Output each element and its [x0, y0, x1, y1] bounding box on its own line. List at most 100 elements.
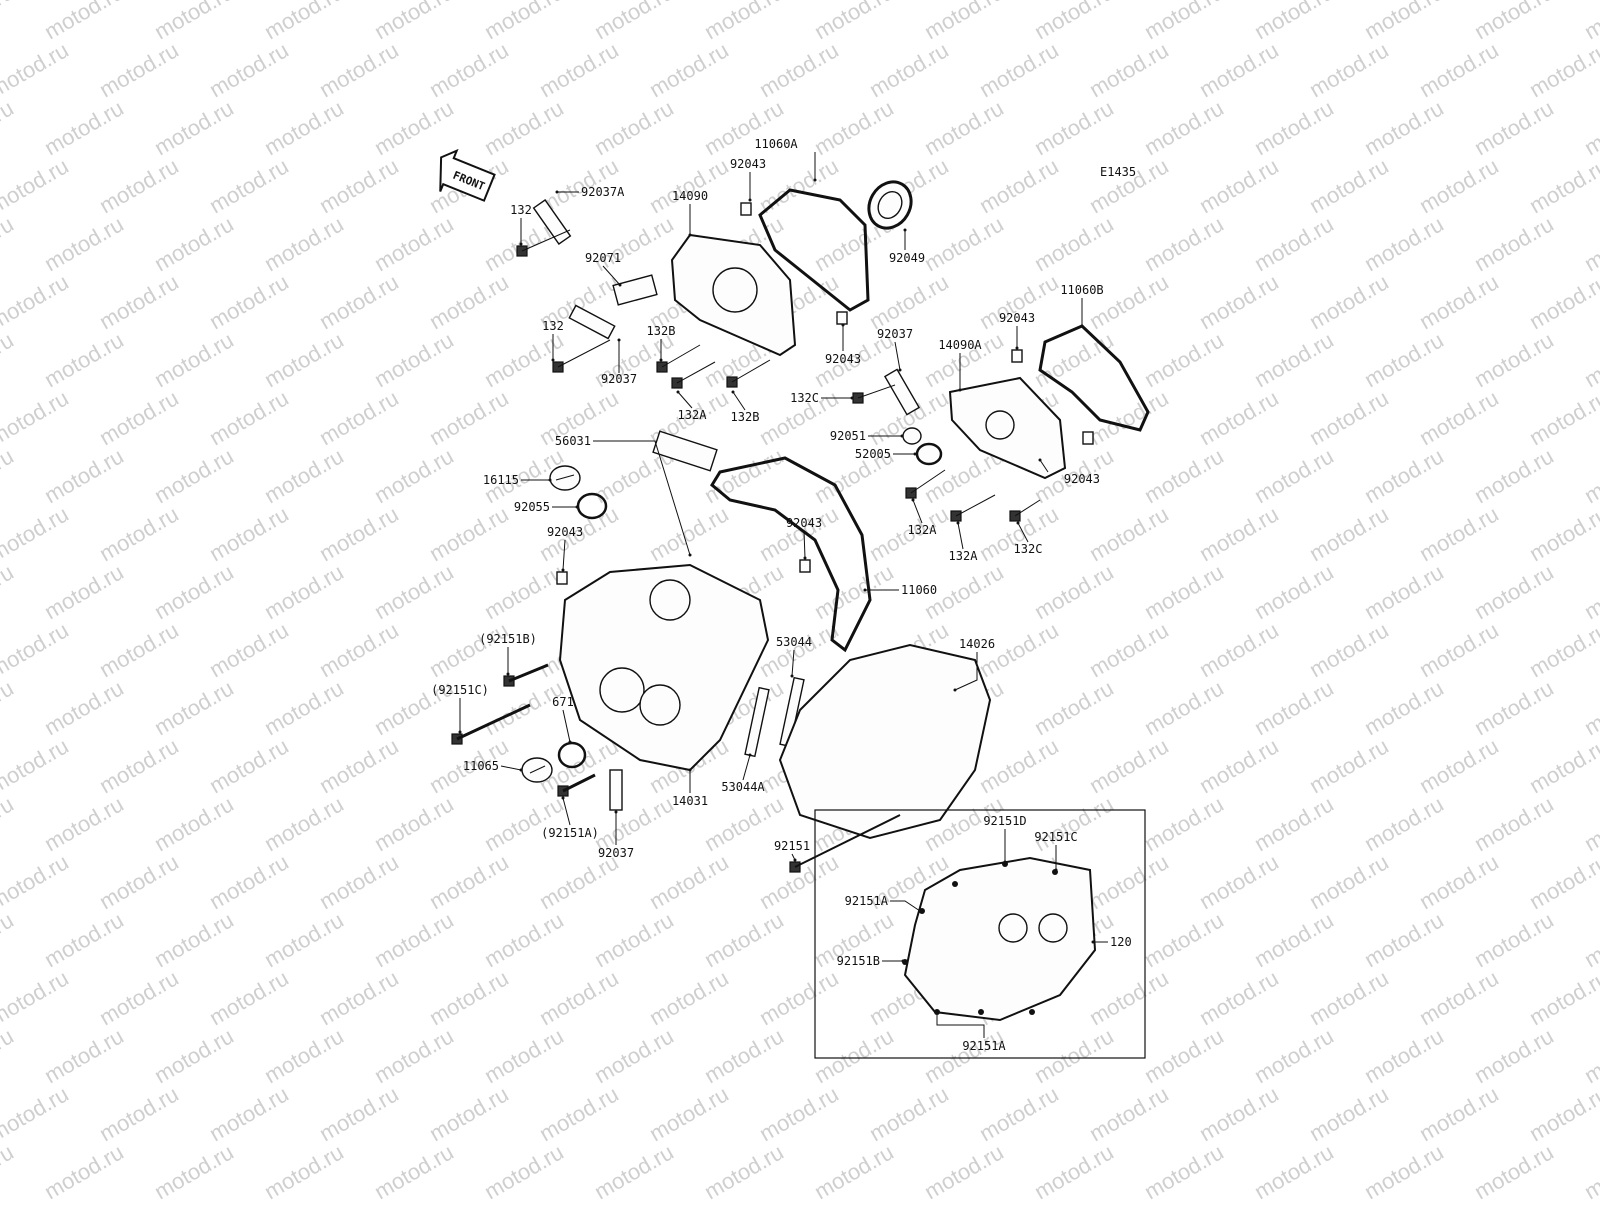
watermark-text: motod.ru — [1415, 385, 1503, 450]
watermark-text: motod.ru — [810, 559, 898, 624]
part-label: 92071 — [585, 251, 621, 265]
leader-line — [894, 341, 901, 371]
part-label: 92151A — [845, 894, 889, 908]
watermark-text: motod.ru — [1360, 1139, 1448, 1200]
watermark-text: motod.ru — [205, 269, 293, 334]
watermark-text: motod.ru — [95, 153, 183, 218]
leader-end-dot — [506, 672, 510, 676]
watermark-text: motod.ru — [535, 37, 623, 102]
gasket-11060a — [758, 188, 870, 312]
watermark-text: motod.ru — [1250, 1023, 1338, 1088]
watermark-text: motod.ru — [1195, 501, 1283, 566]
part-label: (92151B) — [479, 632, 537, 646]
watermark-text: motod.ru — [1470, 211, 1558, 276]
part-label: 132A — [678, 408, 708, 422]
watermark-text: motod.ru — [755, 965, 843, 1030]
leader-lines — [458, 152, 1108, 1038]
watermark-text: motod.ru — [150, 675, 238, 740]
watermark-text: motod.ru — [1580, 907, 1600, 972]
watermark-text: motod.ru — [370, 907, 458, 972]
watermark-text: motod.ru — [1360, 443, 1448, 508]
watermark-text: motod.ru — [1085, 617, 1173, 682]
watermark-text: motod.ru — [590, 95, 678, 160]
watermark-text: motod.ru — [1525, 269, 1600, 334]
watermark-text: motod.ru — [1525, 37, 1600, 102]
watermark-text: motod.ru — [370, 0, 458, 44]
leader-end-dot — [748, 198, 752, 202]
watermark-text: motod.ru — [1140, 0, 1228, 44]
watermark-text: motod.ru — [40, 0, 128, 44]
watermark-text: motod.ru — [645, 1081, 733, 1146]
watermark-text: motod.ru — [95, 501, 183, 566]
watermark-text: motod.ru — [1470, 791, 1558, 856]
plate-92071 — [612, 274, 658, 306]
watermark-text: motod.ru — [0, 1081, 73, 1146]
watermark-text: motod.ru — [975, 37, 1063, 102]
watermark-text: motod.ru — [1305, 269, 1393, 334]
watermark-text: motod.ru — [0, 733, 73, 798]
watermark-text: motod.ru — [260, 443, 348, 508]
watermark-text: motod.ru — [0, 327, 18, 392]
watermark-text: motod.ru — [1195, 37, 1283, 102]
part-label: 132 — [510, 203, 532, 217]
part-label: 92037 — [598, 846, 634, 860]
watermark-text: motod.ru — [315, 617, 403, 682]
watermark-text: motod.ru — [40, 95, 128, 160]
watermark-text: motod.ru — [1470, 1023, 1558, 1088]
watermark-text: motod.ru — [810, 1139, 898, 1200]
watermark-text: motod.ru — [0, 443, 18, 508]
watermark-text: motod.ru — [1250, 443, 1338, 508]
watermark-text: motod.ru — [95, 965, 183, 1030]
leader-end-dot — [688, 233, 692, 237]
bolt-132c-a — [852, 384, 896, 404]
dowel-pin-92043-b — [836, 311, 848, 325]
o-ring-671 — [557, 741, 587, 769]
watermark-text: motod.ru — [480, 791, 568, 856]
watermark-text: motod.ru — [0, 907, 18, 972]
leader-end-dot — [790, 674, 794, 678]
part-label: 92151C — [1034, 830, 1077, 844]
inset-hole-1 — [998, 913, 1028, 943]
clamp-92037a — [532, 198, 572, 246]
watermark-text: motod.ru — [1580, 327, 1600, 392]
part-label: 92037A — [581, 185, 625, 199]
outer-cover-14026 — [778, 643, 992, 840]
watermark-text: motod.ru — [260, 791, 348, 856]
watermark-text: motod.ru — [590, 0, 678, 44]
dowel-pin-92043-f — [556, 571, 568, 585]
front-arrow-icon: FRONT — [439, 148, 496, 202]
watermark-text: motod.ru — [1250, 907, 1338, 972]
watermark-text: motod.ru — [1360, 211, 1448, 276]
leader-line — [602, 265, 621, 286]
watermark-text: motod.ru — [700, 1139, 788, 1200]
part-label: 132A — [908, 523, 938, 537]
watermark-text: motod.ru — [40, 443, 128, 508]
dowel-pin-92043-d — [1082, 431, 1094, 445]
part-label: 92037 — [601, 372, 637, 386]
watermark-text: motod.ru — [1085, 965, 1173, 1030]
watermark-text: motod.ru — [1030, 95, 1118, 160]
watermark-text: motod.ru — [480, 0, 568, 44]
leader-end-dot — [841, 323, 845, 327]
filler-opening — [649, 579, 691, 621]
watermark-text: motod.ru — [205, 385, 293, 450]
watermark-text: motod.ru — [1470, 1139, 1558, 1200]
part-label: 132B — [647, 324, 676, 338]
watermark-text: motod.ru — [40, 791, 128, 856]
watermark-text: motod.ru — [205, 501, 293, 566]
watermark-text: motod.ru — [1085, 37, 1173, 102]
leader-end-dot — [956, 521, 960, 525]
watermark-text: motod.ru — [1360, 327, 1448, 392]
watermark-text: motod.ru — [95, 37, 183, 102]
leader-line — [562, 709, 571, 743]
leader-end-dot — [688, 768, 692, 772]
leader-end-dot — [575, 505, 579, 509]
leader-end-dot — [1038, 458, 1042, 462]
watermark-text: motod.ru — [1030, 0, 1118, 44]
watermark-text: motod.ru — [645, 849, 733, 914]
part-label: 11060B — [1060, 283, 1103, 297]
bolt-132a-a — [671, 361, 716, 389]
bolt-92151b — [503, 663, 549, 687]
watermark-text: motod.ru — [370, 443, 458, 508]
leader-end-dot — [850, 396, 854, 400]
